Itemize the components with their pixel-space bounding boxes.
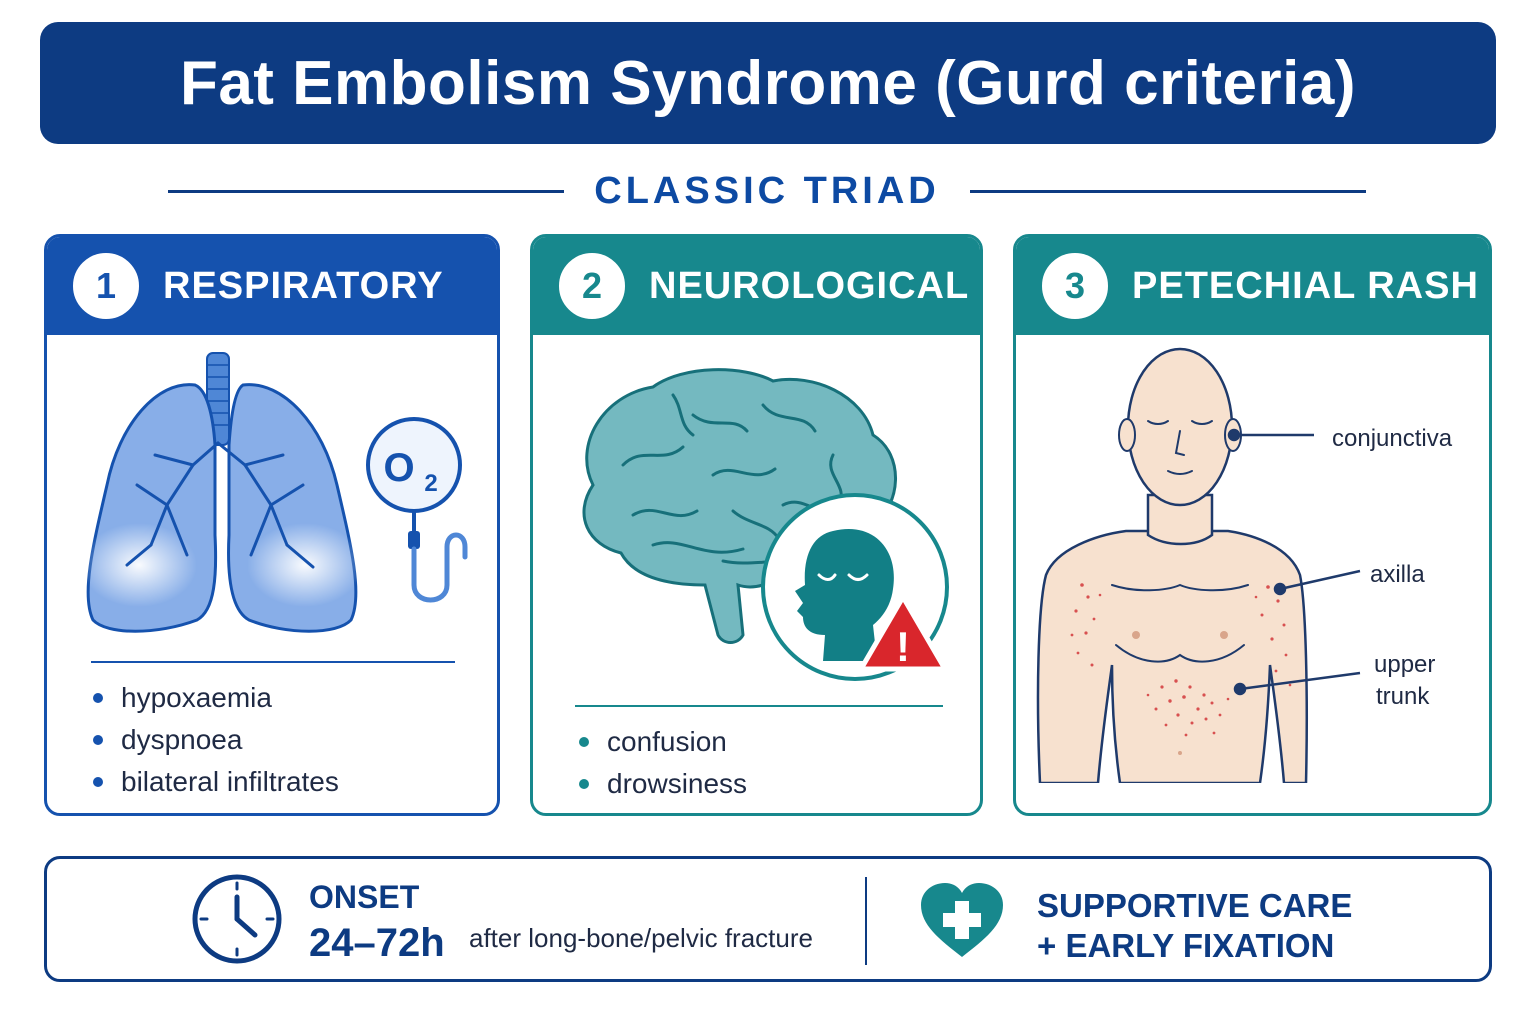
svg-text:!: ! xyxy=(896,623,910,670)
onset-note: after long-bone/pelvic fracture xyxy=(469,923,813,953)
care-line-1: SUPPORTIVE CARE xyxy=(1037,887,1353,924)
onset-value: 24–72h xyxy=(309,921,445,965)
onset-and-care-bar: ONSET 24–72h after long-bone/pelvic frac… xyxy=(44,856,1492,982)
heading-rule-right xyxy=(969,189,1367,193)
annotation-trunk: trunk xyxy=(1376,683,1430,710)
clock-icon xyxy=(192,874,282,964)
bullet-dot xyxy=(93,693,103,703)
bullet-dot xyxy=(93,735,103,745)
annotation-axilla: axilla xyxy=(1370,561,1425,588)
heading-rule-left xyxy=(168,189,565,193)
page-title: Fat Embolism Syndrome (Gurd criteria) xyxy=(179,48,1357,118)
number-badge: 1 xyxy=(73,253,139,319)
list-item: dyspnoea xyxy=(93,719,339,761)
section-heading: CLASSIC TRIAD xyxy=(168,166,1367,216)
list-item: drowsiness xyxy=(579,763,747,805)
card-divider xyxy=(91,661,455,663)
svg-text:O: O xyxy=(383,446,414,490)
lungs-icon: O 2 xyxy=(81,352,468,633)
title-banner: Fat Embolism Syndrome (Gurd criteria) xyxy=(40,22,1496,144)
respiratory-bullet-list: hypoxaemia dyspnoea bilateral infiltrate… xyxy=(93,677,339,803)
warning-icon xyxy=(858,594,948,672)
respiratory-card: 1 RESPIRATORY xyxy=(44,234,500,816)
onset-label: ONSET xyxy=(309,879,420,915)
annotation-upper: upper xyxy=(1374,651,1436,678)
card-title: PETECHIAL RASH xyxy=(1132,264,1479,307)
respiratory-card-header: 1 RESPIRATORY xyxy=(47,237,497,335)
bullet-dot xyxy=(579,737,589,747)
neurological-card: 2 NEUROLOGICAL ! confusion xyxy=(530,234,983,816)
petechial-rash-card: 3 PETECHIAL RASH xyxy=(1013,234,1492,816)
list-item: hypoxaemia xyxy=(93,677,339,719)
brain-icon: ! xyxy=(582,368,949,681)
number-badge: 3 xyxy=(1042,253,1108,319)
bullet-dot xyxy=(579,779,589,789)
petechial-rash-card-header: 3 PETECHIAL RASH xyxy=(1016,237,1489,335)
section-label: CLASSIC TRIAD xyxy=(594,169,940,212)
number-badge: 2 xyxy=(559,253,625,319)
bullet-dot xyxy=(93,777,103,787)
svg-text:2: 2 xyxy=(424,470,437,497)
body-icon xyxy=(1036,347,1361,783)
card-title: RESPIRATORY xyxy=(163,264,444,307)
neurological-card-header: 2 NEUROLOGICAL xyxy=(533,237,980,335)
heart-plus-icon xyxy=(921,883,1003,957)
annotation-conjunctiva: conjunctiva xyxy=(1332,425,1453,452)
card-title: NEUROLOGICAL xyxy=(649,264,970,307)
bar-separator xyxy=(865,877,867,965)
care-line-2: + EARLY FIXATION xyxy=(1037,927,1335,964)
neurological-bullet-list: confusion drowsiness xyxy=(579,721,747,805)
card-divider xyxy=(575,705,943,707)
list-item: bilateral infiltrates xyxy=(93,761,339,803)
list-item: confusion xyxy=(579,721,747,763)
